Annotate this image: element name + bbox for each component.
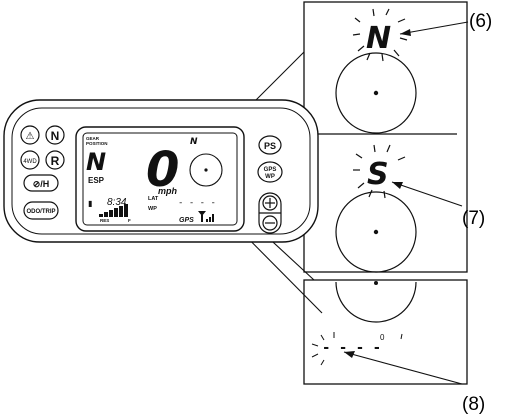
odo-trip-button-label: ODO/TRIP [26, 209, 55, 215]
inset-top-letter: N [366, 21, 391, 56]
awd-button[interactable]: 4WD [20, 150, 40, 170]
res-label: RES [100, 218, 109, 223]
leader-6 [399, 21, 469, 35]
seatbelt-icon: ⚠ [26, 131, 35, 142]
lcd-display: GEAR POSITION N ESP 0 mph N ▮ 8:34 LAT W… [75, 126, 245, 232]
inset-middle-letter: S [367, 157, 389, 192]
lat-label: LAT [148, 196, 159, 202]
n-button-label: N [51, 129, 60, 143]
wp-label: WP [148, 206, 157, 212]
arrow-7 [392, 182, 403, 189]
flash-rays-bottom [311, 332, 335, 366]
leader-8 [343, 351, 463, 385]
compass-center-bottom [374, 281, 378, 285]
flash-rays-middle [353, 144, 406, 199]
gps-wp-button[interactable]: GPS WP [257, 161, 283, 183]
compass-circle-top [335, 52, 417, 134]
arrow-8 [344, 351, 355, 358]
mode-button[interactable]: ⊘/H [23, 174, 59, 192]
awd-icon: 4WD [23, 159, 37, 165]
ps-button[interactable]: PS [258, 135, 282, 155]
compass-circle-middle [335, 191, 417, 273]
left-buttons: ⚠ N 4WD R ⊘/H ODO/TRIP [20, 125, 65, 220]
gps-wp-button-label-2: WP [265, 174, 275, 180]
esp-indicator: ESP [88, 176, 105, 185]
r-button[interactable]: R [45, 150, 65, 170]
flash-rays-top [352, 8, 408, 62]
inset-top: N [335, 8, 417, 134]
odo-trip-button[interactable]: ODO/TRIP [23, 201, 59, 220]
inset-middle: S [335, 144, 417, 273]
leader-arrows [344, 29, 411, 358]
inset-bottom: - - - - 0 [311, 281, 417, 366]
callout-6: (6) [469, 11, 492, 32]
speed-unit: mph [158, 186, 178, 196]
gear-position-label-2: POSITION [86, 141, 108, 146]
gear-position-label-1: GEAR [86, 136, 100, 141]
compass-arc-bottom [335, 281, 417, 323]
leader-7 [391, 181, 463, 207]
compass-center-middle [373, 229, 379, 235]
inset-bottom-frame [303, 279, 468, 385]
clock-readout: 8:34 [107, 197, 127, 208]
gps-signal-icon [198, 211, 214, 222]
gps-dashes: - - - - [178, 198, 216, 208]
compass-mini-letter: N [190, 137, 198, 147]
gear-indicator: N [86, 148, 106, 176]
ps-button-label: PS [264, 141, 276, 151]
inset-bottom-tick [400, 333, 403, 340]
instrument-panel: ⚠ N 4WD R ⊘/H ODO/TRIP [3, 99, 319, 243]
seatbelt-button[interactable]: ⚠ [20, 125, 40, 145]
inset-bottom-dashes: - - - - [322, 340, 381, 356]
f-label: F [128, 218, 131, 223]
callout-8: (8) [462, 394, 485, 415]
gps-wp-button-label-1: GPS [264, 167, 277, 173]
speed-readout: 0 [146, 142, 179, 198]
compass-center-top [373, 90, 379, 96]
right-buttons: PS GPS WP [257, 135, 283, 234]
r-button-label: R [51, 154, 60, 168]
gps-label: GPS [179, 217, 194, 224]
plus-minus-rocker[interactable] [258, 192, 282, 234]
fuel-icon: ▮ [88, 199, 92, 208]
arrow-6 [400, 29, 411, 36]
compass-display-center [204, 168, 208, 172]
n-button[interactable]: N [45, 125, 65, 145]
callout-7: (7) [462, 208, 485, 229]
fuel-gauge-bars [99, 204, 128, 217]
mode-button-label: ⊘/H [33, 179, 50, 189]
inset-bottom-small-mark: 0 [380, 333, 385, 342]
